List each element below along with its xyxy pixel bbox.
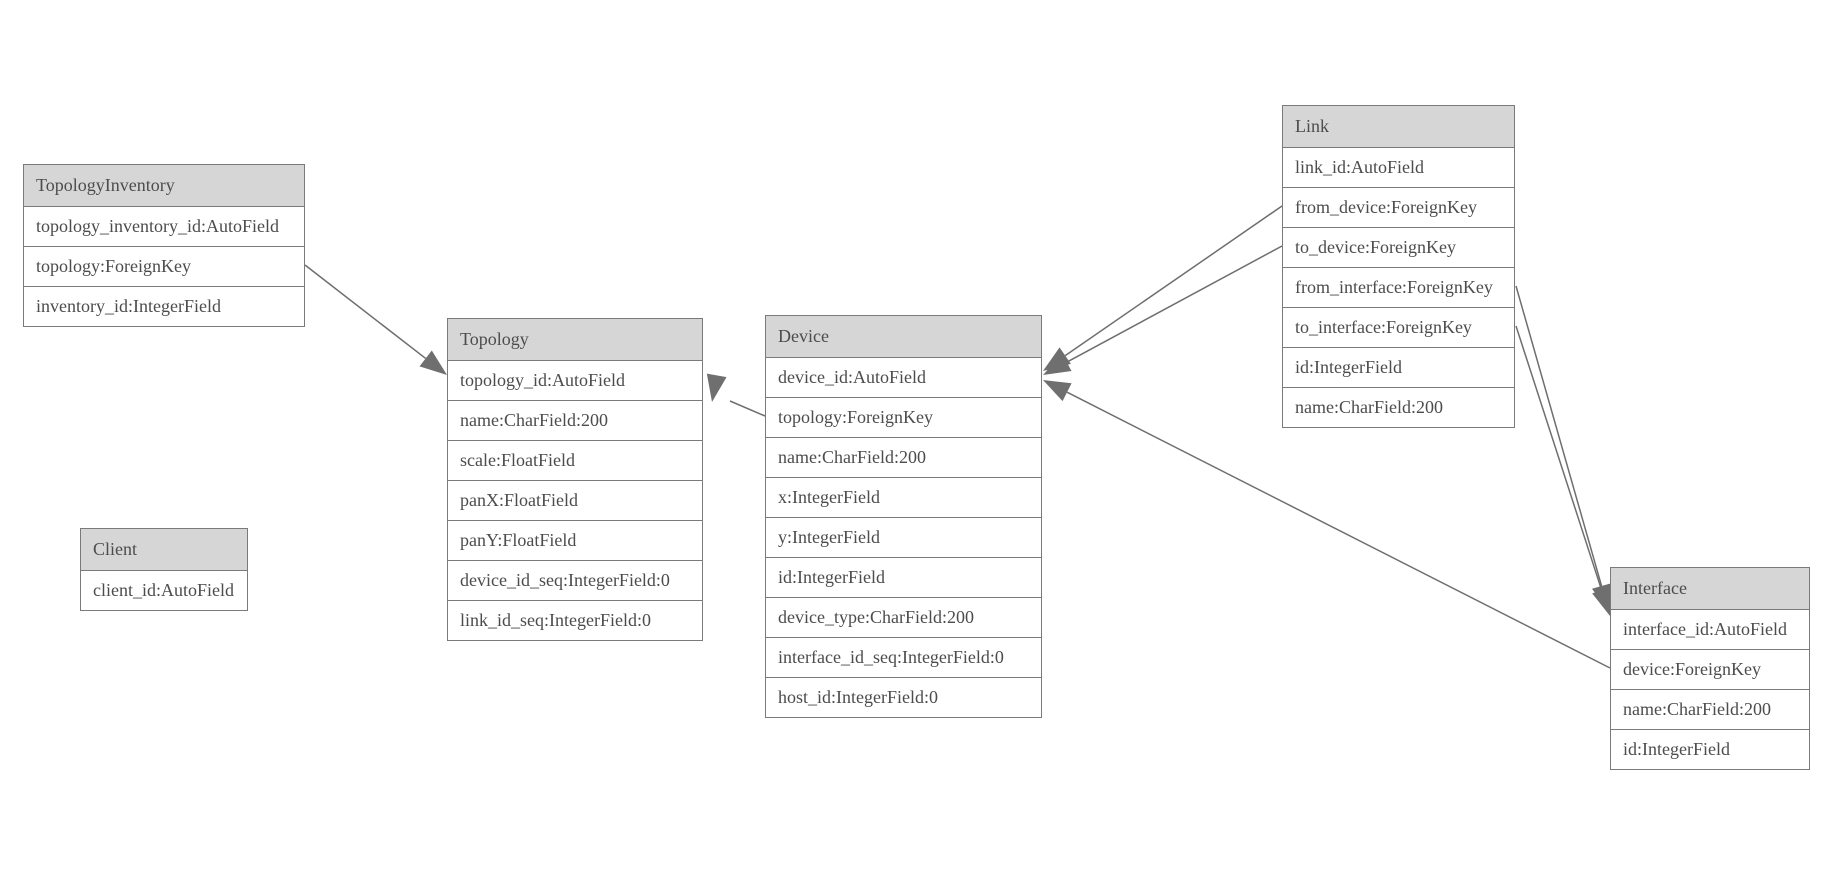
- relation-line-link-from-device: [1064, 205, 1283, 357]
- entity-title: Interface: [1611, 568, 1809, 609]
- relation-arrowhead-topologyinventory-topology: [419, 350, 447, 375]
- entity-field-row: interface_id_seq:IntegerField:0: [766, 637, 1041, 677]
- relation-line-interface-device: [1066, 391, 1611, 669]
- entity-field-row: device_id:AutoField: [766, 357, 1041, 397]
- entity-field-row: name:CharField:200: [1611, 689, 1809, 729]
- relation-arrowhead-device-topology: [706, 373, 727, 402]
- entity-field-row: topology_id:AutoField: [448, 360, 702, 400]
- entity-field-row: host_id:IntegerField:0: [766, 677, 1041, 717]
- entity-field-row: device_id_seq:IntegerField:0: [448, 560, 702, 600]
- relation-line-link-from-interface: [1515, 285, 1603, 587]
- entity-title: Client: [81, 529, 247, 570]
- entity-field-row: to_interface:ForeignKey: [1283, 307, 1514, 347]
- relation-arrowhead-link-to-device: [1043, 353, 1072, 375]
- entity-field-row: from_device:ForeignKey: [1283, 187, 1514, 227]
- entity-field-row: inventory_id:IntegerField: [24, 286, 304, 326]
- entity-field-row: topology:ForeignKey: [766, 397, 1041, 437]
- relation-arrowhead-link-to-interface: [1592, 587, 1612, 616]
- entity-field-row: x:IntegerField: [766, 477, 1041, 517]
- entity-field-row: link_id:AutoField: [1283, 147, 1514, 187]
- entity-field-row: name:CharField:200: [1283, 387, 1514, 427]
- relation-arrowhead-interface-device: [1043, 380, 1072, 402]
- entity-field-row: topology_inventory_id:AutoField: [24, 206, 304, 246]
- entity-field-row: link_id_seq:IntegerField:0: [448, 600, 702, 640]
- entity-field-row: panY:FloatField: [448, 520, 702, 560]
- entity-field-row: name:CharField:200: [766, 437, 1041, 477]
- relation-line-device-topology: [729, 400, 766, 417]
- entity-title: Device: [766, 316, 1041, 357]
- entity-field-row: name:CharField:200: [448, 400, 702, 440]
- entity-field-row: id:IntegerField: [766, 557, 1041, 597]
- entity-field-row: from_interface:ForeignKey: [1283, 267, 1514, 307]
- relation-line-link-to-device: [1066, 245, 1283, 363]
- relation-line-link-to-interface: [1515, 325, 1603, 591]
- entity-field-row: device_type:CharField:200: [766, 597, 1041, 637]
- entity-field-row: interface_id:AutoField: [1611, 609, 1809, 649]
- entity-title: Link: [1283, 106, 1514, 147]
- entity-field-row: topology:ForeignKey: [24, 246, 304, 286]
- entity-field-row: to_device:ForeignKey: [1283, 227, 1514, 267]
- entity-field-row: y:IntegerField: [766, 517, 1041, 557]
- entity-title: TopologyInventory: [24, 165, 304, 206]
- entity-field-row: scale:FloatField: [448, 440, 702, 480]
- entity-field-row: id:IntegerField: [1283, 347, 1514, 387]
- entity-field-row: device:ForeignKey: [1611, 649, 1809, 689]
- entity-field-row: client_id:AutoField: [81, 570, 247, 610]
- entity-field-row: id:IntegerField: [1611, 729, 1809, 769]
- entity-title: Topology: [448, 319, 702, 360]
- entity-field-row: panX:FloatField: [448, 480, 702, 520]
- relation-line-topologyinventory-topology: [304, 264, 427, 360]
